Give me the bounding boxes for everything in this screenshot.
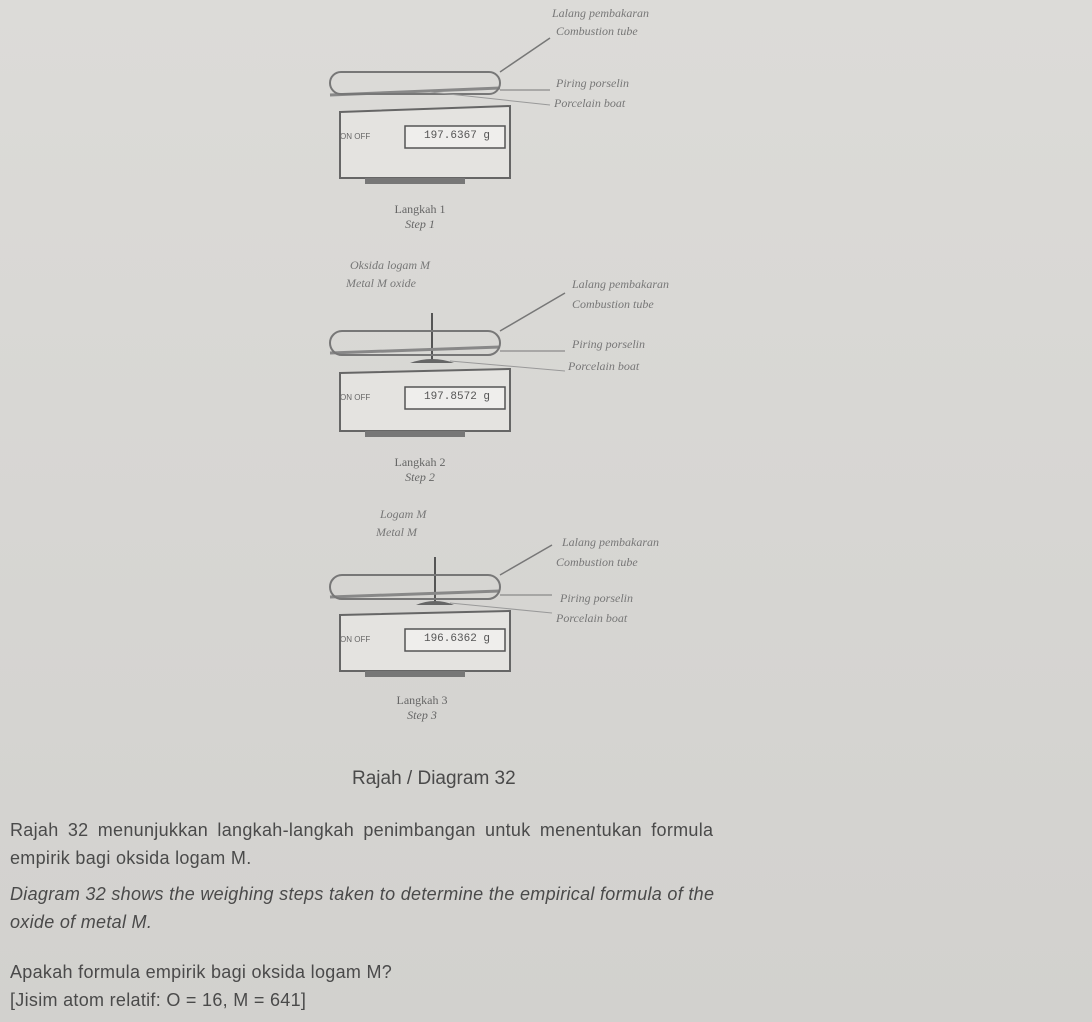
boat-label-ms: Piring porselin <box>556 76 630 90</box>
boat-label-en: Porcelain boat <box>556 611 628 625</box>
content-label-ms: Oksida logam M <box>350 258 430 272</box>
boat-label-ms: Piring porselin <box>560 591 634 605</box>
tube-label-en: Combustion tube <box>556 555 638 569</box>
step-1: Lalang pembakaran Combustion tube Piring… <box>320 0 780 250</box>
step-caption: Langkah 1 Step 1 <box>360 202 480 232</box>
step-2-apparatus <box>329 292 566 437</box>
balance-onoff: ON OFF <box>340 132 371 141</box>
question-ask: Apakah formula empirik bagi oksida logam… <box>10 962 393 982</box>
balance-onoff: ON OFF <box>340 635 371 644</box>
content-label-ms: Logam M <box>380 507 427 521</box>
tube-label-en: Combustion tube <box>556 24 638 38</box>
question-line1-ms: Rajah 32 menunjukkan langkah-langkah pen… <box>10 820 714 840</box>
step-3: Logam M Metal M Lalang pembakaran Combus… <box>320 505 780 755</box>
caption-en: Step 2 <box>405 470 435 484</box>
content-label-en: Metal M <box>376 525 417 539</box>
boat-label-en: Porcelain boat <box>568 359 640 373</box>
step-3-apparatus <box>329 544 553 677</box>
tube-label-ms: Lalang pembakaran <box>562 535 659 549</box>
question-line1-en: Diagram 32 shows the weighing steps take… <box>10 884 715 904</box>
question-given: [Jisim atom relatif: O = 16, M = 641] <box>10 990 307 1010</box>
step-caption: Langkah 3 Step 3 <box>362 693 482 723</box>
caption-ms: Langkah 2 <box>394 455 446 469</box>
caption-ms: Langkah 1 <box>394 202 446 216</box>
boat-label-ms: Piring porselin <box>572 337 646 351</box>
balance-reading: 196.6362 g <box>423 633 490 645</box>
tube-label-ms: Lalang pembakaran <box>552 6 649 20</box>
boat-label-en: Porcelain boat <box>554 96 626 110</box>
caption-en: Step 3 <box>407 708 437 722</box>
balance-reading: 197.8572 g <box>423 391 490 403</box>
step-1-apparatus <box>329 37 551 184</box>
step-caption: Langkah 2 Step 2 <box>360 455 480 485</box>
caption-en: Step 1 <box>405 217 435 231</box>
diagram-title: Rajah / Diagram 32 <box>352 768 516 789</box>
balance-onoff: ON OFF <box>340 393 371 402</box>
question-line2-en: oxide of metal M. <box>10 912 153 932</box>
tube-label-en: Combustion tube <box>572 297 654 311</box>
step-2: Oksida logam M Metal M oxide Lalang pemb… <box>320 255 780 505</box>
balance-reading: 197.6367 g <box>423 130 490 142</box>
question-line2-ms: empirik bagi oksida logam M. <box>10 848 252 868</box>
content-label-en: Metal M oxide <box>346 276 416 290</box>
tube-label-ms: Lalang pembakaran <box>572 277 669 291</box>
caption-ms: Langkah 3 <box>396 693 448 707</box>
